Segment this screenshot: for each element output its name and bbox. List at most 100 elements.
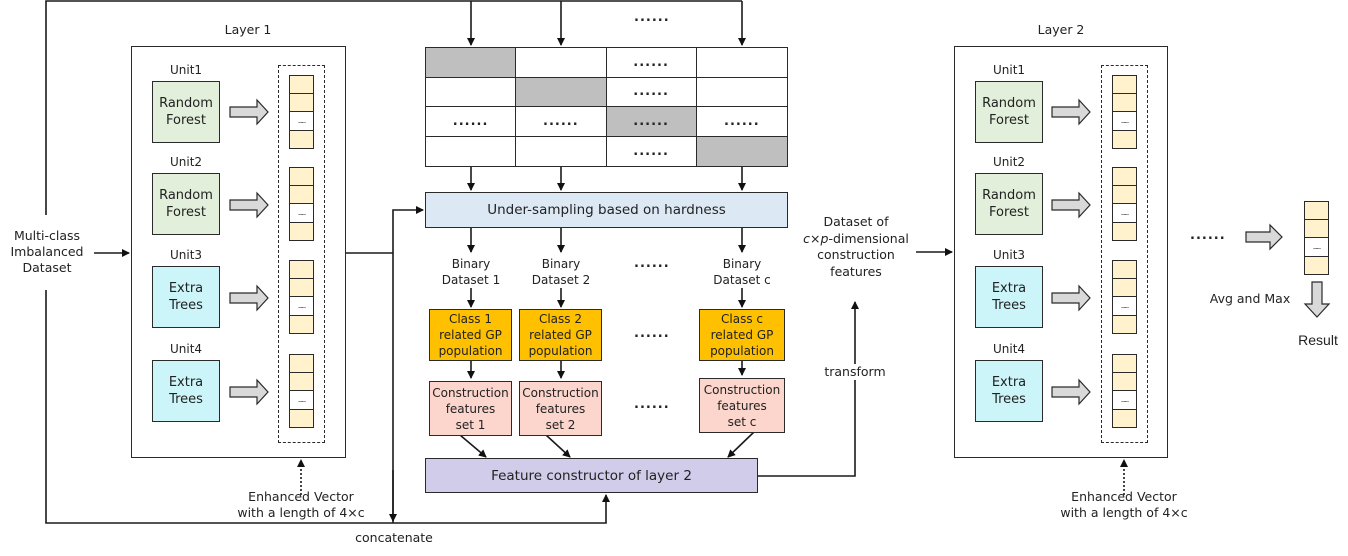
vector-cell: [1112, 260, 1137, 279]
vector-cell: [289, 130, 314, 149]
transform-label: transform: [820, 364, 890, 380]
feature-constructor-box: Feature constructor of layer 2: [425, 458, 758, 493]
vector-cell: [289, 75, 314, 94]
vector-cell: [1304, 219, 1329, 238]
grid-cell: [426, 48, 517, 78]
avg-max-label: Avg and Max: [1209, 291, 1291, 306]
block-arrow: [229, 98, 269, 126]
grid-cell: ......: [696, 107, 787, 137]
vector-cell-ellipsis: ......: [289, 391, 314, 410]
block-arrow: [229, 191, 269, 219]
transform-line: [758, 301, 859, 477]
layer2-unit-output-vector: ......: [1112, 75, 1137, 149]
top-feedback-line: [45, 0, 742, 215]
vector-cell: [1112, 93, 1137, 112]
binary-dataset-c: Binary Dataset c: [713, 257, 771, 287]
layer1-unit-label: Unit4: [169, 342, 203, 356]
layer1-enhanced-vector-group: [278, 65, 325, 443]
vector-cell: [289, 167, 314, 186]
vector-cell-ellipsis: ......: [1304, 238, 1329, 257]
gp-population-2: Class 2 related GP population: [519, 309, 602, 361]
vector-cell-ellipsis: ......: [1112, 112, 1137, 131]
sample-weight-grid: ........................................…: [425, 47, 788, 167]
vector-cell: [1112, 167, 1137, 186]
result-label: Result: [1298, 332, 1338, 348]
layer-ellipsis: ......: [1190, 228, 1226, 243]
layer1-box: [131, 46, 346, 458]
dataset-label-line1: Dataset of: [823, 214, 889, 229]
block-arrow-down: [1303, 281, 1331, 318]
grid-cell: ......: [606, 136, 697, 166]
layer2-unit-label: Unit3: [992, 248, 1026, 262]
binary-dataset-1: Binary Dataset 1: [441, 257, 501, 287]
layer1-vector-caption: Enhanced Vector with a length of 4×c: [237, 489, 365, 520]
grid-cell: [696, 48, 787, 78]
layer1-to-undersampling: [392, 206, 424, 523]
layer2-unit-model-box: Random Forest: [975, 173, 1043, 235]
vector-cell: [1304, 256, 1329, 275]
vector-cell-ellipsis: ......: [1112, 297, 1137, 316]
block-arrow: [1051, 98, 1091, 126]
vector-cell: [289, 315, 314, 334]
binary-ellipsis: ......: [634, 256, 670, 271]
block-arrow: [1051, 378, 1091, 406]
vector-cell-ellipsis: ......: [1112, 204, 1137, 223]
layer2-unit-model-box: Extra Trees: [975, 360, 1043, 422]
vector-cell-ellipsis: ......: [1112, 391, 1137, 410]
grid-cell: ......: [516, 107, 607, 137]
vector-cell-ellipsis: ......: [289, 112, 314, 131]
grid-cell: ......: [606, 107, 697, 137]
block-arrow-to-final: [1245, 223, 1283, 251]
layer2-unit-output-vector: ......: [1112, 260, 1137, 334]
vector-cell: [1112, 185, 1137, 204]
layer1-unit-output-vector: ......: [289, 75, 314, 149]
layer2-unit-output-vector: ......: [1112, 167, 1137, 241]
grid-cell: [696, 136, 787, 166]
layer2-unit-output-vector: ......: [1112, 354, 1137, 428]
layer1-unit-model-box: Extra Trees: [152, 266, 220, 328]
vector-cell: [1304, 201, 1329, 220]
gp-population-1: Class 1 related GP population: [429, 309, 512, 361]
vector-cell: [289, 409, 314, 428]
grid-cell: [516, 136, 607, 166]
vector-cell: [1112, 354, 1137, 373]
gp-ellipsis: ......: [634, 326, 670, 341]
vector-cell: [289, 354, 314, 373]
undersampling-box: Under-sampling based on hardness: [425, 192, 788, 228]
vector-cell: [1112, 130, 1137, 149]
layer1-unit-output-vector: ......: [289, 167, 314, 241]
layer1-unit-model-box: Random Forest: [152, 173, 220, 235]
vector-cell-ellipsis: ......: [289, 204, 314, 223]
vector-cell: [289, 185, 314, 204]
layer1-unit-label: Unit3: [169, 248, 203, 262]
input-dataset-label: Multi-class Imbalanced Dataset: [10, 228, 84, 275]
block-arrow: [229, 284, 269, 312]
grid-cell: ......: [426, 107, 517, 137]
vector-cell: [1112, 278, 1137, 297]
layer1-unit-model-box: Extra Trees: [152, 360, 220, 422]
grid-cell: [516, 48, 607, 78]
construction-ellipsis: ......: [634, 397, 670, 412]
layer1-unit-model-box: Random Forest: [152, 81, 220, 143]
layer2-unit-label: Unit1: [992, 63, 1026, 77]
vector-cell: [289, 260, 314, 279]
construction-set-c: Construction features set c: [699, 378, 785, 433]
layer2-unit-model-box: Extra Trees: [975, 266, 1043, 328]
binary-dataset-2: Binary Dataset 2: [531, 257, 591, 287]
layer1-unit-output-vector: ......: [289, 354, 314, 428]
vector-cell: [289, 222, 314, 241]
layer2-vector-caption: Enhanced Vector with a length of 4×c: [1060, 489, 1188, 520]
grid-cell: ......: [606, 77, 697, 107]
concatenate-label: concatenate: [355, 530, 433, 545]
grid-cell: [426, 77, 517, 107]
gp-population-c: Class c related GP population: [699, 309, 785, 361]
grid-cell: [516, 77, 607, 107]
vector-cell: [1112, 75, 1137, 94]
layer1-unit-label: Unit2: [169, 155, 203, 169]
grid-cell: [696, 77, 787, 107]
layer2-box: [954, 46, 1168, 458]
vector-cell: [289, 372, 314, 391]
layer2-unit-model-box: Random Forest: [975, 81, 1043, 143]
vector-cell: [1112, 315, 1137, 334]
